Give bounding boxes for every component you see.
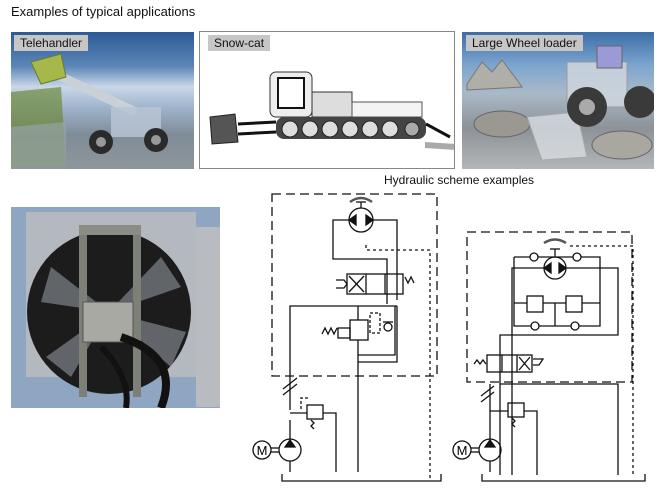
scheme-2-tank [481, 474, 646, 482]
telescopic-boom [49, 67, 138, 117]
boulder [591, 130, 653, 160]
snowcat-label: Snow-cat [208, 35, 271, 51]
wheel-loader-label: Large Wheel loader [466, 35, 583, 51]
check-valve [570, 321, 580, 331]
rock-pile [466, 59, 523, 91]
fan-drive-illustration [11, 207, 220, 408]
loader-bucket [526, 111, 588, 161]
scheme-2-relief-valve-right [565, 295, 583, 313]
snowcat-illustration [209, 71, 454, 150]
loader-cab [596, 45, 623, 69]
telehandler-label: Telehandler [14, 35, 89, 51]
scheme-2-electric-motor [452, 440, 479, 460]
front-blade [209, 113, 239, 145]
schemes-title: Hydraulic scheme examples [384, 173, 535, 187]
boulder [473, 110, 531, 138]
scheme-1-relief-valve [290, 397, 337, 472]
fan-drive-photo [11, 207, 220, 408]
scheme-1-directional-valve [336, 273, 415, 295]
bucket [30, 53, 67, 85]
snowcat-image: Snow-cat [199, 31, 455, 169]
scheme-1-proportional-relief-valve [321, 306, 396, 356]
hydraulic-scheme-2 [452, 231, 646, 482]
scheme-2-block-boundary [466, 231, 633, 383]
hose [119, 333, 170, 408]
check-valve [529, 252, 539, 262]
scheme-2-hydraulic-motor [542, 238, 568, 280]
telehandler-illustration [11, 53, 168, 167]
telehandler-image: Telehandler [11, 32, 194, 169]
motor-symbol-1: M [257, 443, 268, 458]
scheme-2-relief-valve-left [526, 295, 544, 313]
scheme-2-solenoid-directional-valve [473, 354, 545, 373]
scheme-2-pump [478, 384, 502, 472]
scheme-1-tank [281, 474, 442, 482]
wheel [624, 86, 654, 118]
rear-tiller [425, 122, 451, 139]
scheme-2-relief-valve [490, 402, 538, 475]
page-title: Examples of typical applications [11, 4, 196, 19]
scheme-1-block-boundary [271, 193, 438, 377]
check-valve [572, 252, 582, 262]
scheme-1-electric-motor [252, 440, 279, 460]
hydraulic-scheme-1 [252, 193, 442, 482]
wheel-loader-image: Large Wheel loader [462, 32, 654, 169]
motor-symbol-2: M [457, 443, 468, 458]
scheme-1-hydraulic-motor [347, 196, 375, 233]
scheme-1-pump [278, 420, 302, 472]
wheel-loader-illustration [466, 45, 654, 161]
scheme-1-check-valve [383, 321, 393, 332]
check-valve [530, 321, 540, 331]
